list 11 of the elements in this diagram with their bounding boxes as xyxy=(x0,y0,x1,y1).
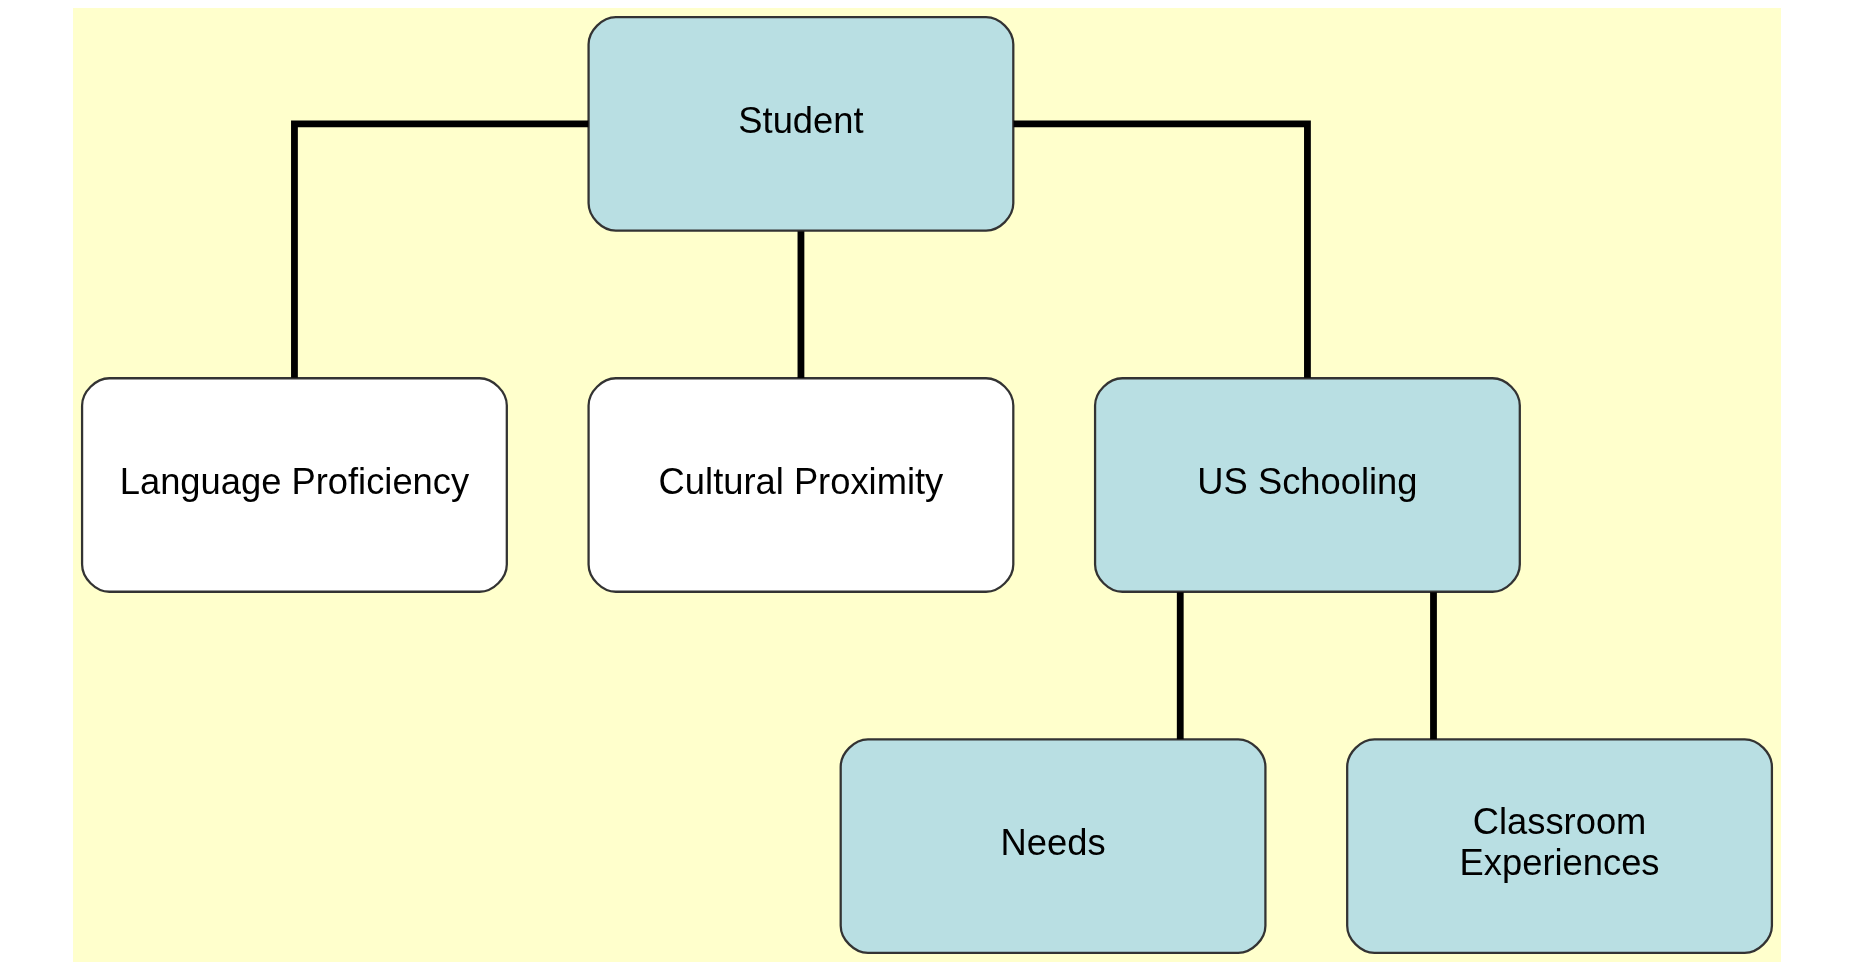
node-box: Cultural Proximity xyxy=(586,377,1014,593)
connector xyxy=(290,120,588,378)
connector xyxy=(1429,592,1437,740)
node-box: Student xyxy=(586,16,1014,232)
connector xyxy=(1176,592,1184,740)
node-box: Needs xyxy=(839,738,1267,954)
connector xyxy=(797,231,804,379)
node-box: Classroom Experiences xyxy=(1345,738,1773,954)
connector xyxy=(1013,120,1311,378)
node-box: Language Proficiency xyxy=(80,377,508,593)
node-box: US Schooling xyxy=(1093,377,1521,593)
